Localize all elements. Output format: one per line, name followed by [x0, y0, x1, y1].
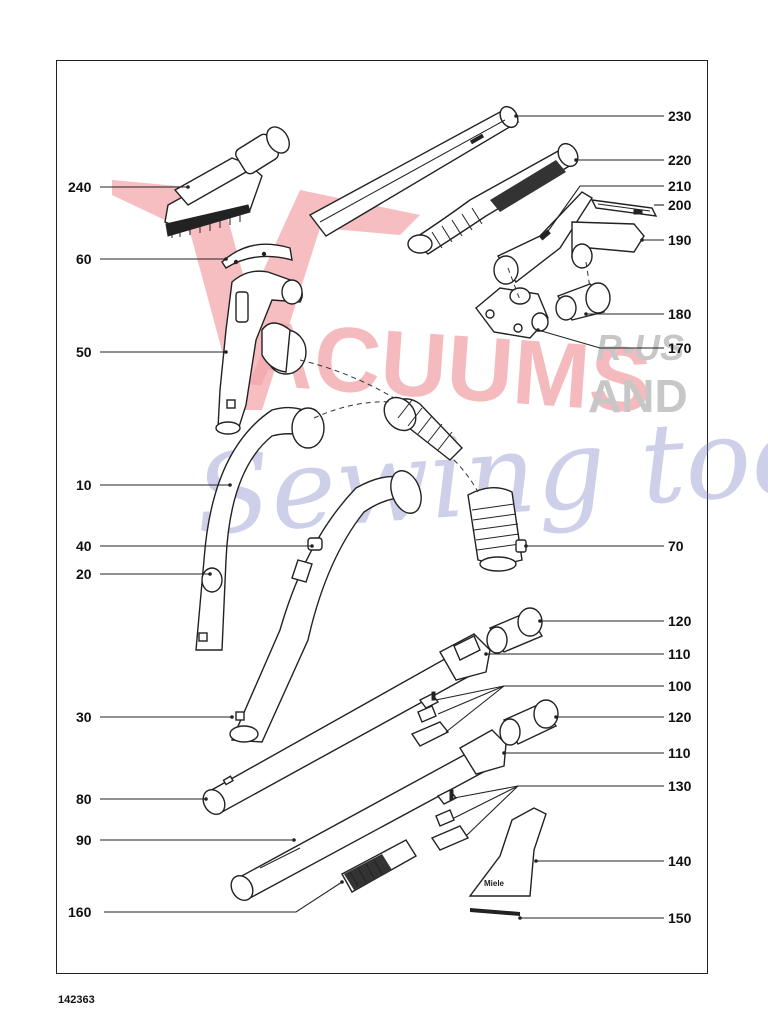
part-220-flex-hose [407, 142, 579, 255]
part-120-sleeve-lower [499, 699, 559, 746]
callout-110-upper: 110 [668, 646, 691, 662]
part-240-dusting-brush [164, 126, 290, 238]
part-10-curved-wand [195, 406, 325, 651]
part-210-nozzle [493, 191, 593, 285]
callout-10: 10 [76, 477, 92, 493]
part-70-connector [467, 487, 527, 572]
callout-70: 70 [668, 538, 684, 554]
part-100-clips [410, 691, 450, 747]
part-50-handle [215, 270, 307, 435]
part-190-floor-tool [571, 221, 645, 269]
callout-30: 30 [76, 709, 92, 725]
part-hose-section [383, 396, 463, 461]
callouts: 240 60 50 10 40 20 30 80 90 160 230 [68, 108, 692, 926]
callout-220: 220 [668, 152, 692, 168]
part-230-straight-wand [308, 105, 520, 237]
part-170-adapter [475, 287, 549, 339]
callout-190: 190 [668, 232, 692, 248]
part-140-crevice-tool: Miele [468, 807, 547, 897]
part-140-brand-mark: Miele [484, 879, 505, 888]
callout-180: 180 [668, 306, 692, 322]
part-110-collar-upper [453, 635, 481, 661]
watermark-line3: AND [588, 370, 688, 422]
callout-120-upper: 120 [668, 613, 692, 629]
callout-230: 230 [668, 108, 692, 124]
callout-90: 90 [76, 832, 92, 848]
callout-200: 200 [668, 197, 692, 213]
callout-140: 140 [668, 853, 692, 869]
part-130-clips [430, 789, 470, 851]
callout-40: 40 [76, 538, 92, 554]
part-30-40-curved-handle [229, 470, 422, 743]
callout-100: 100 [668, 678, 692, 694]
document-number: 142363 [58, 994, 95, 1006]
part-160-small-brush [341, 839, 417, 893]
diagram-frame [56, 60, 708, 974]
callout-240: 240 [68, 179, 92, 195]
callout-60: 60 [76, 251, 92, 267]
connection-dashes [299, 261, 591, 493]
callout-170: 170 [668, 340, 692, 356]
part-90-wand [230, 729, 507, 902]
callout-150: 150 [668, 910, 692, 926]
part-180-coupling [555, 282, 611, 321]
callout-120-lower: 120 [668, 709, 692, 725]
callout-80: 80 [76, 791, 92, 807]
part-60-cap [221, 243, 293, 269]
part-200-strip [590, 199, 658, 217]
callout-160: 160 [68, 904, 92, 920]
callout-210: 210 [668, 178, 692, 194]
callout-130: 130 [668, 778, 692, 794]
callout-50: 50 [76, 344, 92, 360]
part-120-sleeve-upper [486, 607, 544, 654]
part-150-strip [470, 908, 520, 916]
callout-110-lower: 110 [668, 745, 691, 761]
callout-20: 20 [76, 566, 92, 582]
